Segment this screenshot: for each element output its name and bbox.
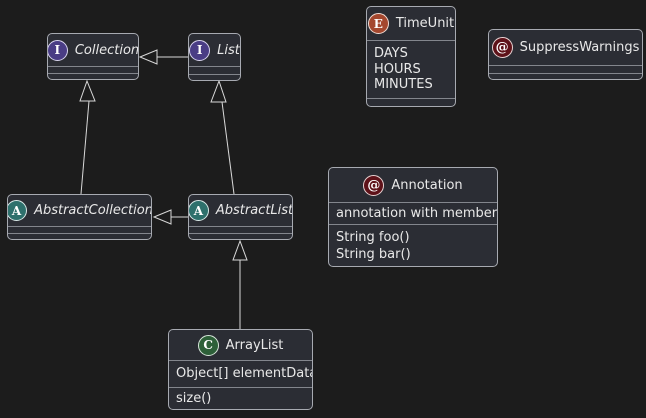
class-name: AbstractCollection — [34, 203, 152, 218]
enum-name: TimeUnit — [395, 16, 455, 31]
fields-compartment — [489, 65, 642, 73]
annotation-box-suppresswarnings: @ SuppressWarnings — [488, 29, 643, 80]
interface-icon: I — [48, 39, 68, 61]
method-row: String foo() — [336, 229, 410, 245]
annotation-title: @ Annotation — [329, 168, 497, 202]
enum-box-timeunit: E TimeUnit DAYS HOURS MINUTES — [366, 6, 456, 107]
class-title: A AbstractList — [189, 195, 292, 226]
methods-compartment: String foo() String bar() — [329, 224, 497, 266]
enum-value: HOURS — [374, 61, 421, 77]
methods-compartment — [48, 73, 138, 79]
annotation-icon: @ — [363, 174, 385, 196]
fields-compartment — [8, 226, 151, 233]
class-icon: C — [197, 334, 219, 356]
annotation-name: SuppressWarnings — [519, 40, 640, 55]
interface-icon: I — [189, 39, 211, 61]
extends-arrow-list-collection — [138, 49, 188, 65]
extends-arrow-arraylist-abstractlist — [232, 239, 248, 329]
class-box-collection: I Collection — [47, 33, 139, 80]
methods-compartment: size() — [169, 387, 312, 409]
field-row: annotation with members — [336, 205, 498, 221]
abstract-class-icon: A — [189, 200, 209, 221]
methods-compartment — [8, 233, 151, 239]
field-row: Object[] elementData — [176, 366, 313, 382]
annotation-box-annotation: @ Annotation annotation with members Str… — [328, 167, 498, 267]
enum-title: E TimeUnit — [367, 7, 455, 40]
method-row: String bar() — [336, 246, 411, 262]
annotation-icon: @ — [491, 37, 513, 58]
fields-compartment: annotation with members — [329, 202, 497, 224]
annotation-title: @ SuppressWarnings — [489, 30, 642, 65]
class-title: I Collection — [48, 34, 138, 66]
class-name: ArrayList — [225, 337, 284, 353]
method-row: size() — [176, 390, 212, 406]
class-title: A AbstractCollection — [8, 195, 151, 226]
class-box-list: I List — [188, 33, 241, 81]
extends-arrow-abstractcollection-collection — [79, 79, 96, 195]
fields-compartment — [48, 66, 138, 73]
extends-arrow-abstractlist-list — [210, 79, 235, 195]
fields-compartment: Object[] elementData — [169, 360, 312, 387]
enum-value: DAYS — [374, 46, 408, 62]
extends-arrow-abstractlist-abstractcollection — [152, 209, 188, 225]
enum-icon: E — [367, 13, 389, 34]
fields-compartment — [189, 66, 240, 74]
methods-compartment — [489, 73, 642, 79]
abstract-class-icon: A — [8, 200, 28, 221]
enum-value: MINUTES — [374, 77, 433, 93]
fields-compartment — [189, 226, 292, 233]
annotation-name: Annotation — [391, 177, 463, 193]
class-box-abstractcollection: A AbstractCollection — [7, 194, 152, 240]
class-title: C ArrayList — [169, 330, 312, 360]
class-name: Collection — [74, 42, 139, 58]
class-name: List — [217, 42, 240, 58]
class-title: I List — [189, 34, 240, 66]
class-box-abstractlist: A AbstractList — [188, 194, 293, 240]
enum-values-compartment: DAYS HOURS MINUTES — [367, 40, 455, 98]
class-name: AbstractList — [215, 203, 293, 218]
methods-compartment — [189, 233, 292, 239]
methods-compartment — [189, 74, 240, 80]
methods-compartment — [367, 98, 455, 106]
class-box-arraylist: C ArrayList Object[] elementData size() — [168, 329, 313, 410]
